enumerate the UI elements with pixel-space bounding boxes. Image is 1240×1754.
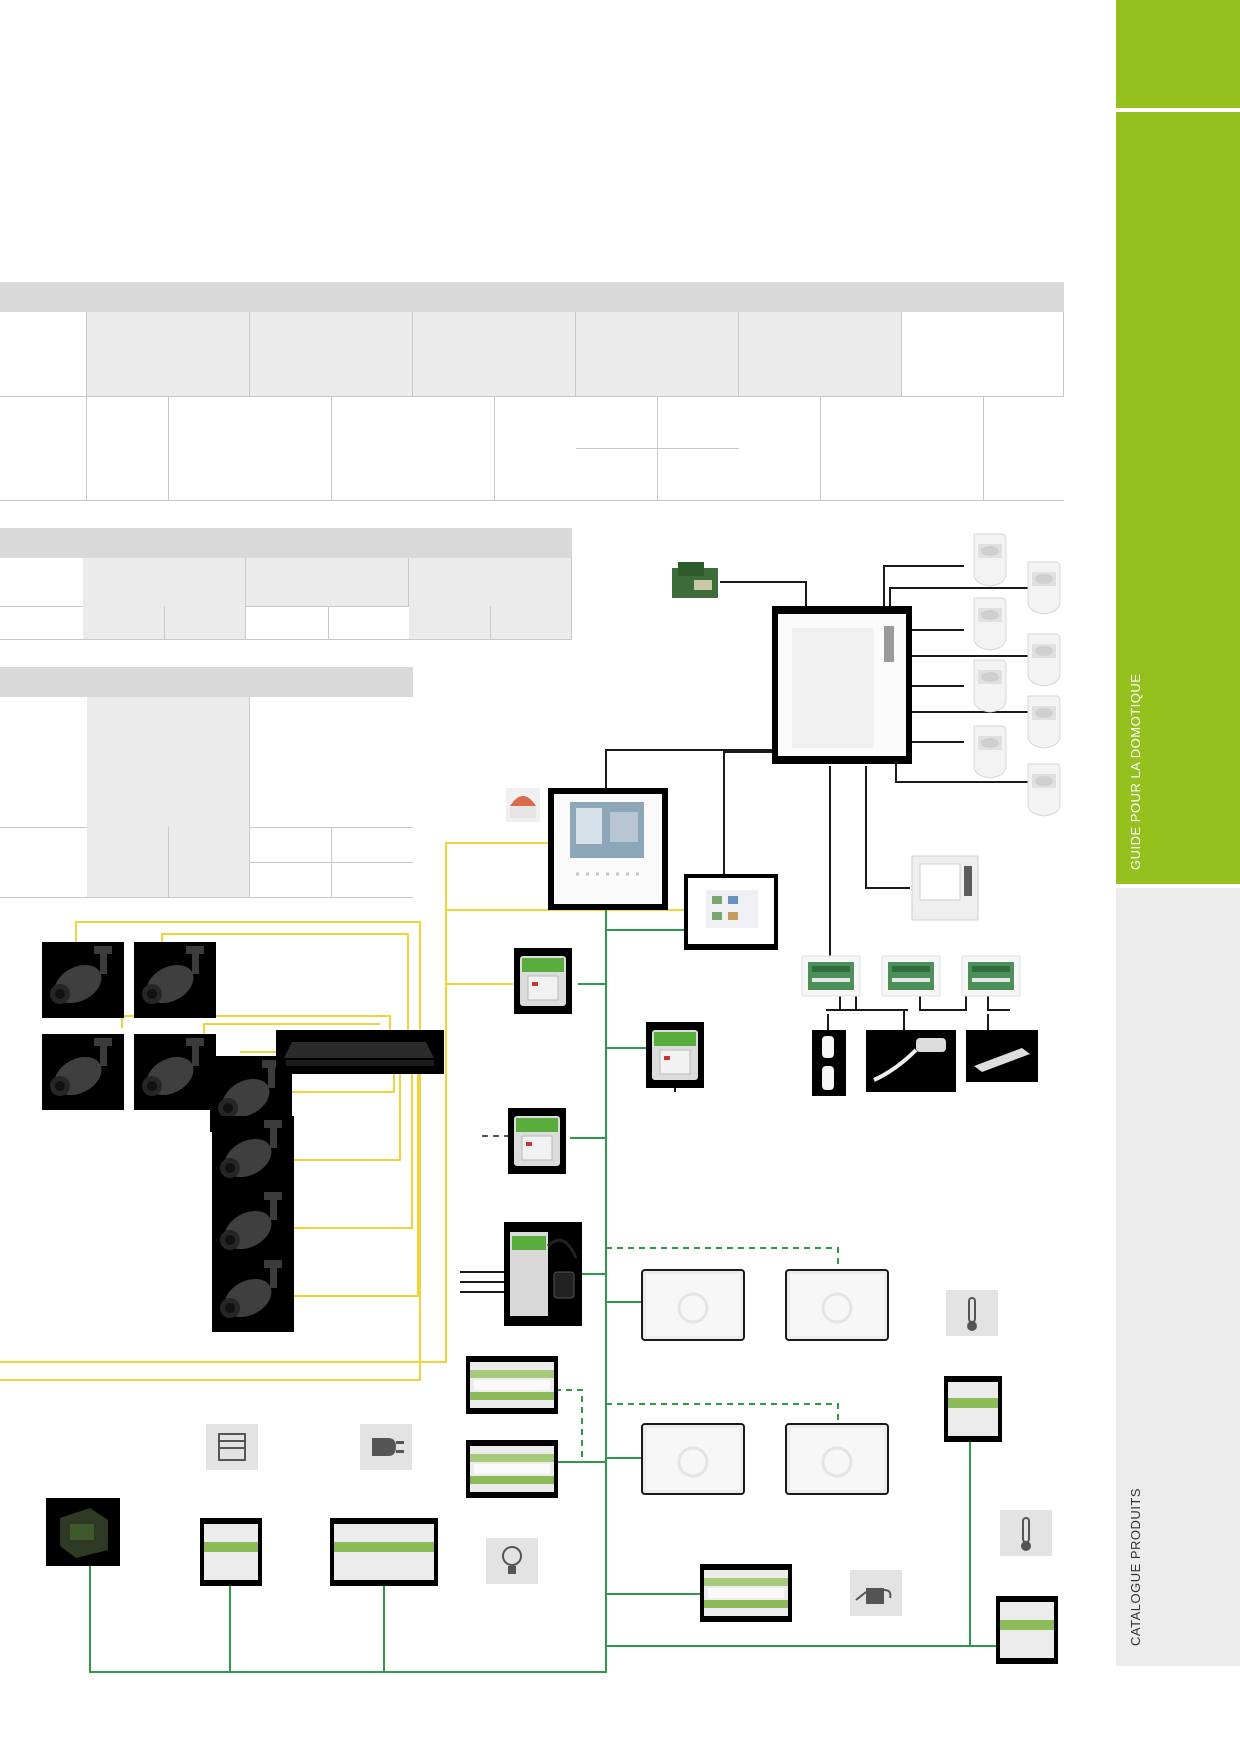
door-contact-icon <box>812 1030 846 1096</box>
camera-icon <box>212 1188 294 1264</box>
power-supply-icon <box>46 1498 120 1566</box>
sidebar-tab-guide[interactable]: GUIDE POUR LA DOMOTIQUE <box>1116 112 1240 884</box>
camera-icon <box>42 1034 124 1110</box>
table-3-cell <box>87 862 169 897</box>
camera-icon <box>134 1034 216 1110</box>
table-3-header <box>0 667 413 697</box>
camera-icon <box>212 1116 294 1192</box>
motion-detector-icon <box>1027 633 1061 687</box>
motion-detector-icon <box>973 725 1007 779</box>
gsm-module-icon <box>672 562 718 598</box>
bulb-icon <box>486 1538 538 1584</box>
din-module-icon <box>513 947 573 1015</box>
siren-icon <box>506 788 540 822</box>
expansion-board-icon <box>881 955 941 997</box>
table-1-group <box>739 312 902 396</box>
motion-detector-icon <box>973 597 1007 651</box>
alarm-wiring <box>460 565 1036 1293</box>
table-1-group <box>902 312 1064 396</box>
table-1-rowhead <box>0 312 87 500</box>
table-3-cell <box>87 827 169 862</box>
bus-wiring <box>89 906 1001 1673</box>
alarm-control-panel-icon <box>772 606 912 764</box>
table-2-group <box>83 558 246 606</box>
din-module-icon <box>466 1356 558 1414</box>
sidebar-tab-catalogue[interactable]: CATALOGUE PRODUITS <box>1116 888 1240 1666</box>
expansion-board-icon <box>801 955 861 997</box>
table-2-group <box>246 558 409 606</box>
motion-detector-icon <box>1027 695 1061 749</box>
thermostat-panel-icon <box>784 1422 890 1496</box>
camera-icon <box>42 942 124 1018</box>
nvr-recorder-icon <box>276 1030 444 1074</box>
touch-panel-icon <box>684 874 778 950</box>
camera-icon <box>134 942 216 1018</box>
table-1-header <box>0 282 1064 312</box>
motion-detector-icon <box>973 533 1007 587</box>
energy-meter-icon <box>504 1222 582 1326</box>
din-module-icon <box>700 1564 792 1622</box>
watering-can-icon <box>850 1570 902 1616</box>
table-2-header <box>0 528 572 558</box>
shutter-icon <box>206 1424 258 1470</box>
motion-detector-icon <box>973 659 1007 713</box>
sidebar-tab-top[interactable] <box>1116 0 1240 108</box>
door-contact-icon <box>966 1030 1038 1082</box>
table-3-cell <box>169 862 250 897</box>
thermometer-icon <box>1000 1510 1052 1556</box>
table-1-group <box>576 312 739 396</box>
wireless-links <box>482 1135 839 1463</box>
table-3-cell <box>169 827 250 862</box>
table-3-group <box>87 697 250 827</box>
thermostat-panel-icon <box>640 1422 746 1496</box>
thermostat-panel-icon <box>784 1268 890 1342</box>
table-1-group <box>413 312 576 396</box>
thermometer-icon <box>946 1290 998 1336</box>
table-1-group <box>87 312 250 396</box>
door-contact-icon <box>866 1030 956 1092</box>
table-1-group <box>250 312 413 396</box>
din-module-icon <box>645 1021 705 1089</box>
camera-icon <box>212 1256 294 1332</box>
din-module-icon <box>330 1518 438 1586</box>
din-module-icon <box>200 1518 262 1586</box>
expansion-board-icon <box>961 955 1021 997</box>
table-2-cell <box>409 606 491 639</box>
table-2-cell <box>83 606 165 639</box>
din-module-icon <box>507 1107 567 1175</box>
video-intercom-monitor-icon <box>548 788 668 910</box>
thermostat-panel-icon <box>640 1268 746 1342</box>
table-2-cell <box>165 606 246 639</box>
plug-icon <box>360 1424 412 1470</box>
table-2-group <box>409 558 572 606</box>
din-module-icon <box>944 1376 1002 1442</box>
din-module-icon <box>996 1596 1058 1664</box>
motion-detector-icon <box>1027 763 1061 817</box>
outdoor-station-icon <box>911 855 979 921</box>
table-2-cell <box>491 606 572 639</box>
motion-detector-icon <box>1027 561 1061 615</box>
din-module-icon <box>466 1440 558 1498</box>
video-wiring <box>0 842 686 1381</box>
